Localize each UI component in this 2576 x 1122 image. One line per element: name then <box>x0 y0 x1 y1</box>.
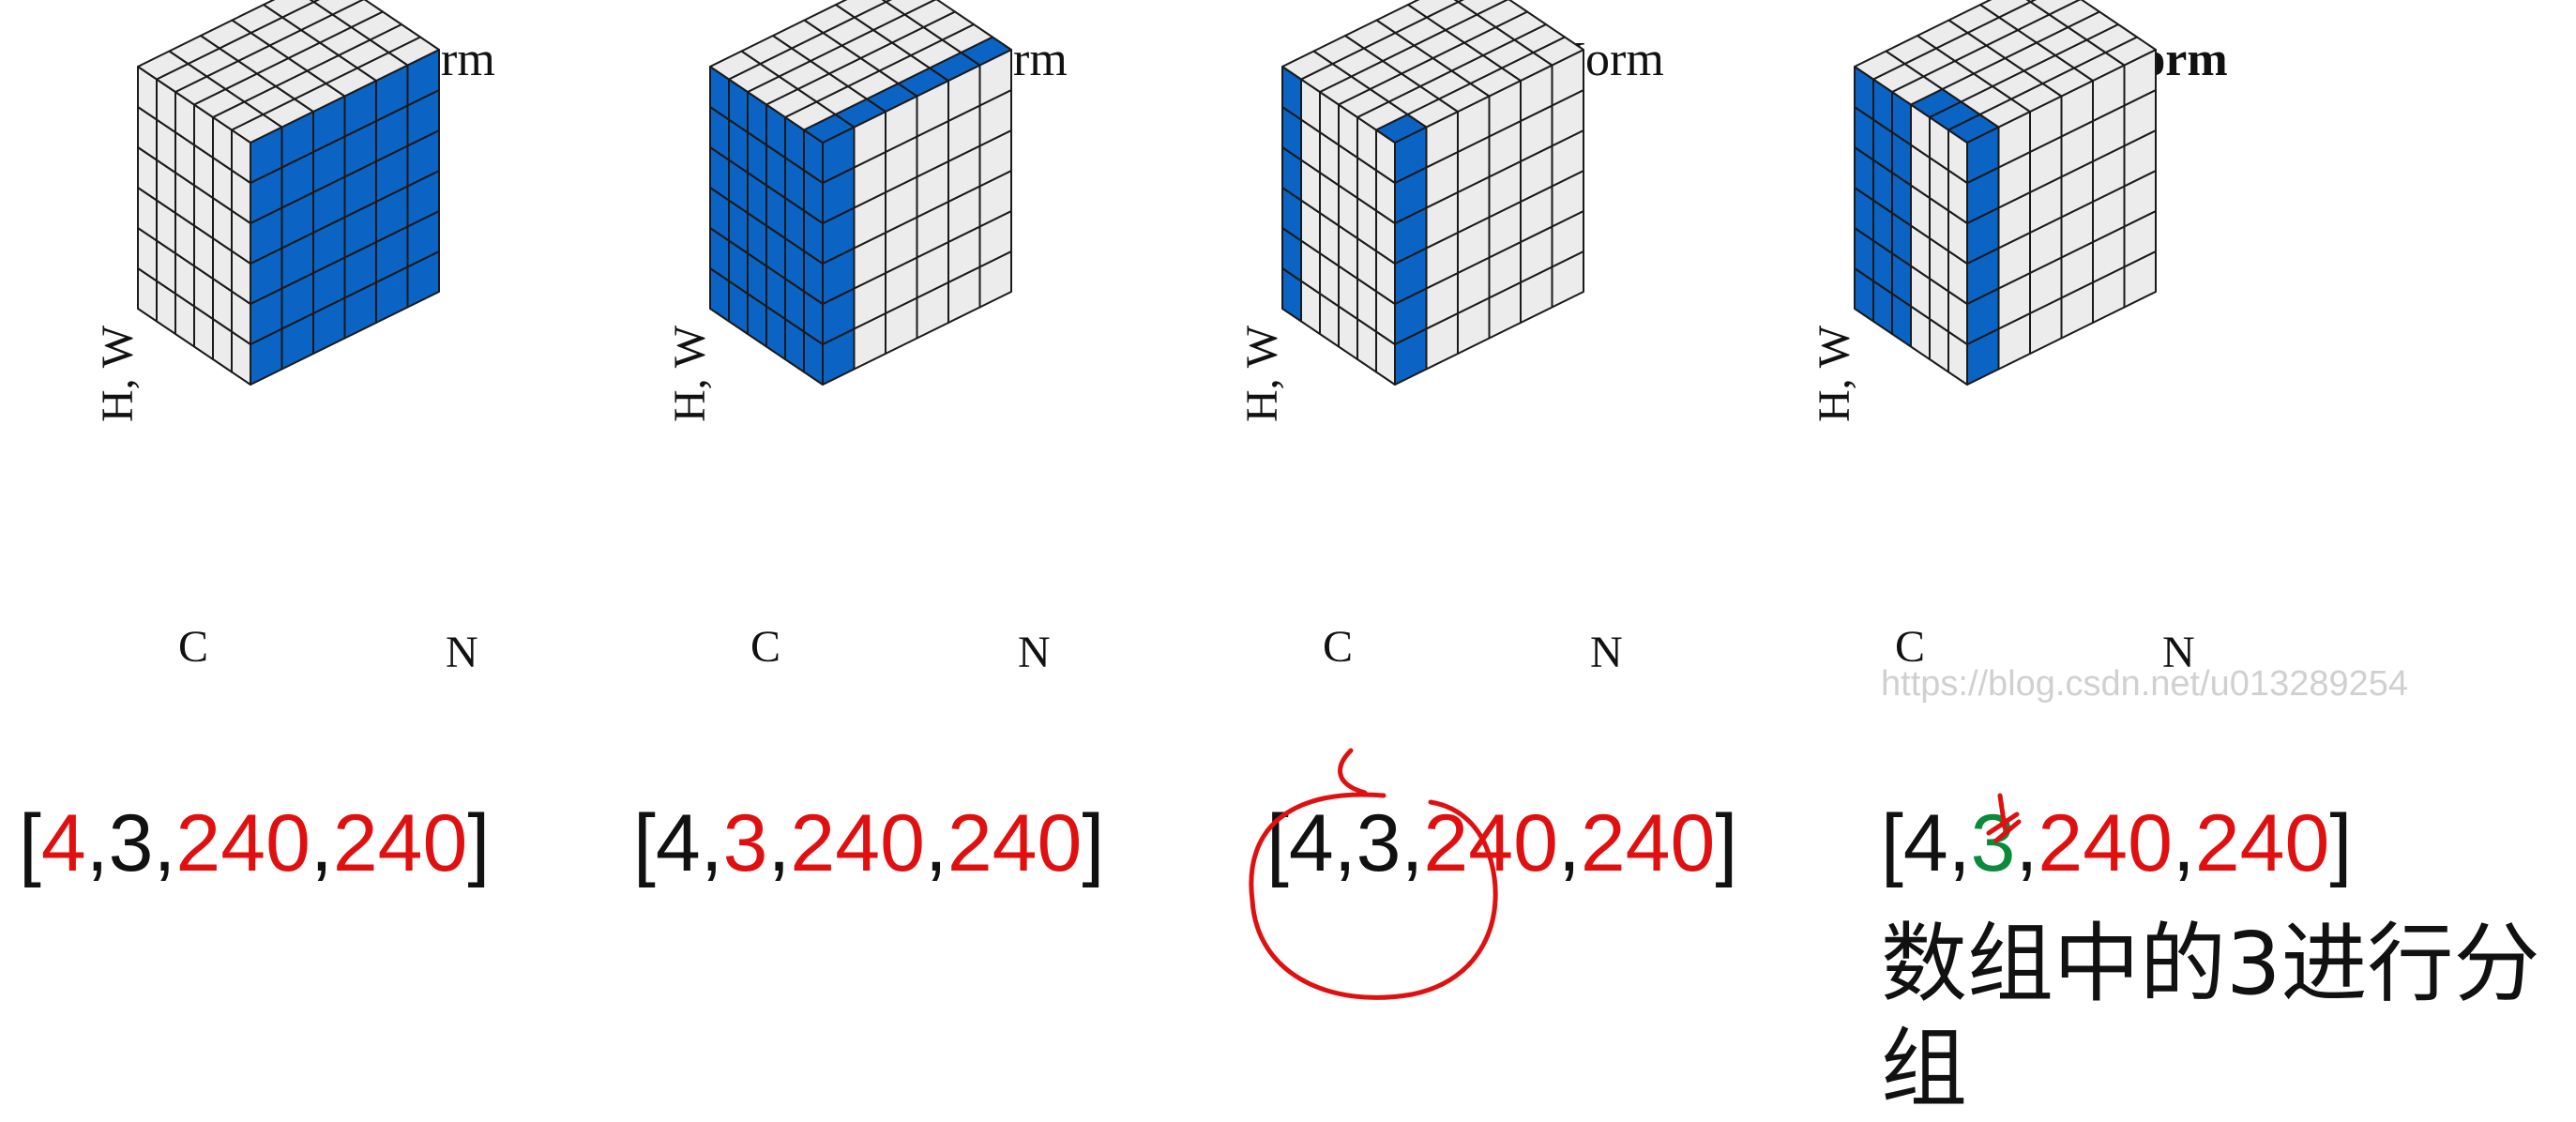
dim-w: 240 <box>2194 798 2330 888</box>
sep: , <box>85 798 109 888</box>
dim-n: 4 <box>1902 798 1948 888</box>
sep: , <box>2172 798 2195 888</box>
dim-c: 3 <box>108 798 154 888</box>
axis-label-n: N <box>2162 628 2195 677</box>
watermark: https://blog.csdn.net/u013289254 <box>1881 664 2409 704</box>
sep: , <box>924 798 947 888</box>
cube-group-norm <box>1854 0 2157 386</box>
dim-n: 4 <box>1288 798 1334 888</box>
cube-cell-top <box>263 0 315 19</box>
axis-label-hw: H, W <box>665 325 715 422</box>
dim-w: 240 <box>332 798 468 888</box>
axis-label-n: N <box>446 628 478 677</box>
cube-cell-top <box>835 0 887 19</box>
bracket-close: ] <box>1082 798 1105 888</box>
sep: , <box>1557 798 1581 888</box>
bracket-close: ] <box>2329 798 2353 888</box>
cube-cell-top <box>2048 0 2100 28</box>
dim-c: 3 <box>722 798 768 888</box>
bracket-open: [ <box>633 798 656 888</box>
axis-label-n: N <box>1018 628 1051 677</box>
axis-label-c: C <box>178 622 209 672</box>
dim-w: 240 <box>947 798 1083 888</box>
bracket-open: [ <box>1881 798 1903 888</box>
cube-cell-top <box>331 0 384 28</box>
dim-n: 4 <box>40 798 86 888</box>
dim-n: 4 <box>655 798 701 888</box>
axis-label-c: C <box>1323 622 1354 672</box>
bracket-close: ] <box>467 798 491 888</box>
sep: , <box>767 798 791 888</box>
axis-label-c: C <box>1895 622 1926 672</box>
axis-label-n: N <box>1590 628 1623 677</box>
cube-cell-top <box>885 0 937 16</box>
cube-cell-top <box>1407 0 1460 19</box>
panel-instance-norm: Instance Norm H, W C N <box>1220 0 1820 713</box>
cube-batch-norm <box>137 0 440 386</box>
bracket-open: [ <box>19 798 41 888</box>
cube-cell-top <box>903 0 956 28</box>
sep: , <box>2015 798 2038 888</box>
axis-label-c: C <box>750 622 781 672</box>
cube-cell-top <box>1476 0 1528 28</box>
dim-h: 240 <box>2038 798 2173 888</box>
cube-cell-top <box>1979 0 2032 19</box>
cube-cell-top <box>2025 0 2037 3</box>
tensor-shape-layer: [4,3,240,240] <box>633 797 1104 890</box>
axis-label-hw: H, W <box>1237 325 1287 422</box>
sep: , <box>1401 798 1424 888</box>
dim-h: 240 <box>175 798 311 888</box>
tensor-shape-batch: [4,3,240,240] <box>19 797 490 890</box>
dim-h: 240 <box>1423 798 1558 888</box>
cube-cell-top <box>312 0 365 16</box>
panel-batch-norm: Batch Norm H, W C N <box>75 0 675 713</box>
tensor-shape-instance: [4,3,240,240] <box>1266 797 1737 890</box>
tensor-shape-group: [4,3,240,240] <box>1881 797 2352 890</box>
sep: , <box>1947 798 1971 888</box>
dim-w: 240 <box>1580 798 1716 888</box>
cube-cell-top <box>309 0 320 3</box>
panel-layer-norm: Layer Norm H, W C N <box>647 0 1248 713</box>
dim-c: 3 <box>1356 798 1402 888</box>
dim-c: 3 <box>1970 798 2016 888</box>
axis-label-hw: H, W <box>1810 325 1859 422</box>
cube-cell-top <box>1457 0 1509 16</box>
sep: , <box>153 798 176 888</box>
cube-cell-top <box>881 0 892 3</box>
sep: , <box>1333 798 1356 888</box>
sep: , <box>700 798 723 888</box>
bracket-open: [ <box>1266 798 1289 888</box>
cube-layer-norm <box>709 0 1012 386</box>
axis-label-hw: H, W <box>93 325 143 422</box>
dim-h: 240 <box>790 798 925 888</box>
sep: , <box>310 798 333 888</box>
cube-instance-norm <box>1281 0 1584 386</box>
panel-group-norm: Group Norm H, W C N <box>1792 0 2392 713</box>
cube-cell-top <box>1453 0 1464 3</box>
cube-cell-top <box>2029 0 2082 16</box>
bracket-close: ] <box>1715 798 1738 888</box>
group-note: 数组中的3进行分组 <box>1881 914 2540 1119</box>
